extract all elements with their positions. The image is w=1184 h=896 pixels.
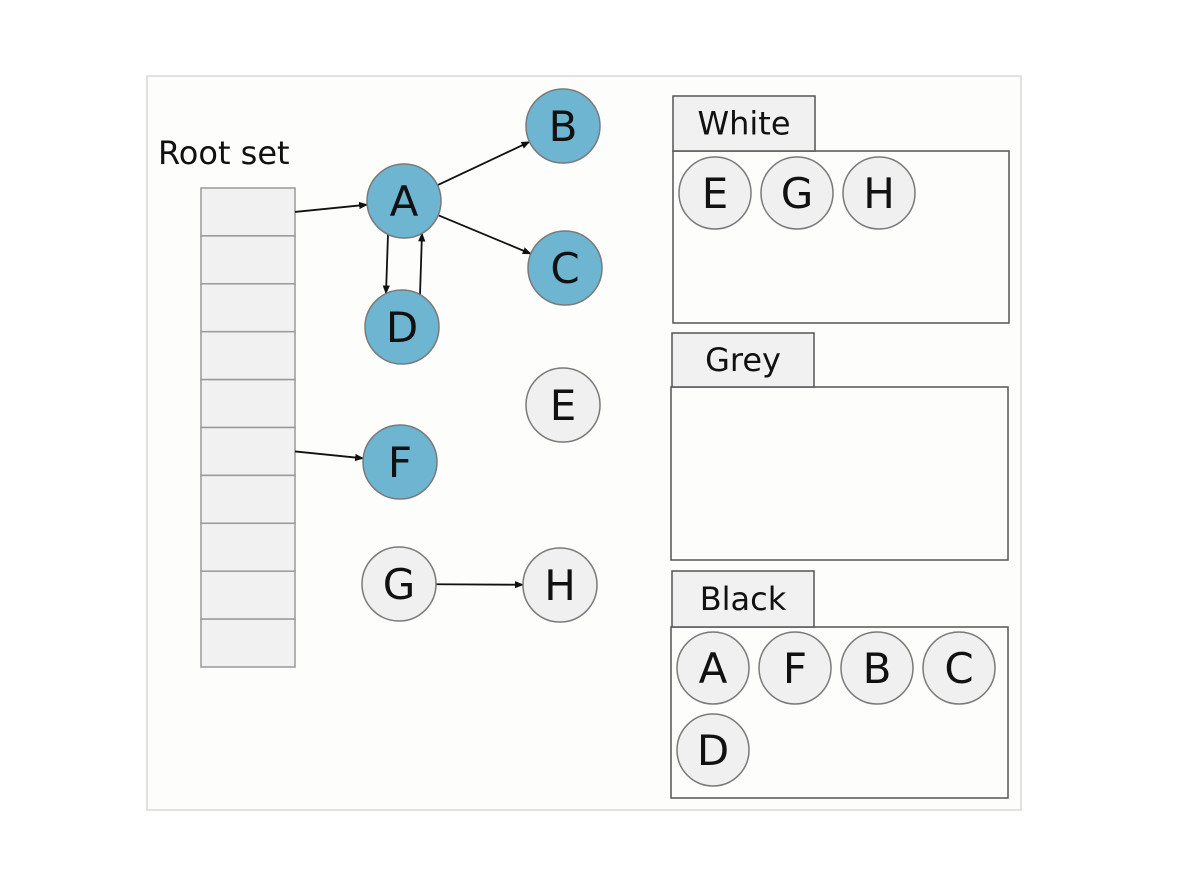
node-C: C <box>527 230 603 306</box>
root-slot <box>200 618 296 668</box>
root-slot <box>200 283 296 333</box>
set-label: White <box>697 105 790 143</box>
edge-D-to-A <box>418 232 426 295</box>
node-circle <box>364 289 440 365</box>
root-slot <box>200 474 296 525</box>
member-circle <box>676 631 750 705</box>
set-member-F: F <box>758 631 832 705</box>
edge-G-to-H <box>435 581 524 589</box>
member-label: A <box>699 644 728 693</box>
member-label: H <box>863 169 895 218</box>
node-label: E <box>550 381 577 430</box>
node-F: F <box>362 424 438 500</box>
root-slot <box>200 235 296 285</box>
root-slot <box>200 378 296 429</box>
edge-A-to-B <box>437 140 531 187</box>
set-box <box>670 386 1009 561</box>
root-slot <box>200 570 296 620</box>
edge-root-slot-0-to-A <box>294 201 369 213</box>
node-A: A <box>366 163 442 239</box>
member-circle <box>758 631 832 705</box>
edge-root-slot-5-to-F <box>294 450 365 462</box>
member-label: E <box>702 169 729 218</box>
member-circle <box>760 156 834 230</box>
node-circle <box>525 88 601 164</box>
set-member-B: B <box>840 631 914 705</box>
node-label: C <box>550 244 579 293</box>
set-grey: Grey <box>670 332 1009 561</box>
node-circle <box>527 230 603 306</box>
member-label: B <box>863 644 892 693</box>
root-slot <box>200 522 296 572</box>
node-label: F <box>388 438 412 487</box>
set-member-A: A <box>676 631 750 705</box>
node-circle <box>522 547 598 623</box>
node-circle <box>525 367 601 443</box>
root-slot <box>200 187 296 237</box>
set-member-G: G <box>760 156 834 230</box>
root-slot <box>200 330 296 381</box>
member-label: G <box>781 169 814 218</box>
root-slot <box>200 426 296 477</box>
member-circle <box>840 631 914 705</box>
set-label: Grey <box>705 341 781 379</box>
member-label: D <box>697 726 729 775</box>
set-label: Black <box>700 580 787 618</box>
node-label: G <box>383 560 416 609</box>
node-H: H <box>522 547 598 623</box>
node-label: D <box>386 303 418 352</box>
set-tab <box>671 570 815 628</box>
set-tab <box>672 95 816 152</box>
root-set-label: Root set <box>158 134 290 172</box>
node-circle <box>361 546 437 622</box>
root-set <box>200 187 296 668</box>
edge-A-to-D <box>382 234 390 295</box>
edges <box>294 140 532 589</box>
node-G: G <box>361 546 437 622</box>
member-circle <box>922 631 996 705</box>
node-label: B <box>549 102 578 151</box>
set-member-E: E <box>678 156 752 230</box>
member-label: C <box>944 644 973 693</box>
node-D: D <box>364 289 440 365</box>
set-tab <box>671 332 815 388</box>
node-B: B <box>525 88 601 164</box>
node-E: E <box>525 367 601 443</box>
node-label: A <box>390 177 419 226</box>
set-member-D: D <box>676 713 750 787</box>
set-member-H: H <box>842 156 916 230</box>
node-circle <box>362 424 438 500</box>
set-member-C: C <box>922 631 996 705</box>
member-circle <box>676 713 750 787</box>
node-circle <box>366 163 442 239</box>
edge-A-to-C <box>437 214 532 255</box>
member-label: F <box>783 644 807 693</box>
member-circle <box>842 156 916 230</box>
graph-nodes: A B C D E F G H <box>361 88 603 623</box>
member-circle <box>678 156 752 230</box>
node-label: H <box>544 561 576 610</box>
